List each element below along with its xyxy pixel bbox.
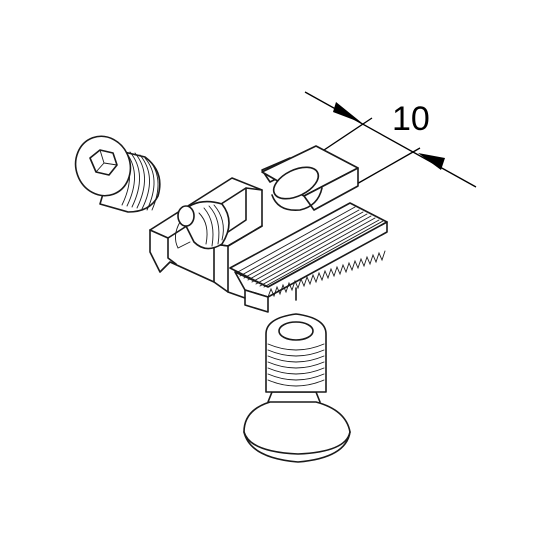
- extension-line-right: [354, 147, 421, 186]
- countersunk-bolt: [243, 313, 351, 463]
- dimension-arrow-right: [418, 153, 445, 170]
- dimension-annotation: 10: [304, 91, 477, 188]
- bolt-tip: [278, 321, 314, 341]
- hole-edge: [177, 205, 195, 227]
- dimension-arrow-left: [333, 102, 362, 123]
- set-screw-face: [74, 135, 132, 197]
- bolt-head: [243, 401, 351, 463]
- set-screw: [74, 135, 161, 213]
- dimension-label: 10: [392, 100, 430, 138]
- slot-nut: [149, 145, 388, 313]
- bolt-threads: [267, 343, 325, 387]
- counterbore-hole: [272, 166, 320, 200]
- dimension-line: [304, 91, 477, 188]
- serration-teeth: [235, 206, 386, 298]
